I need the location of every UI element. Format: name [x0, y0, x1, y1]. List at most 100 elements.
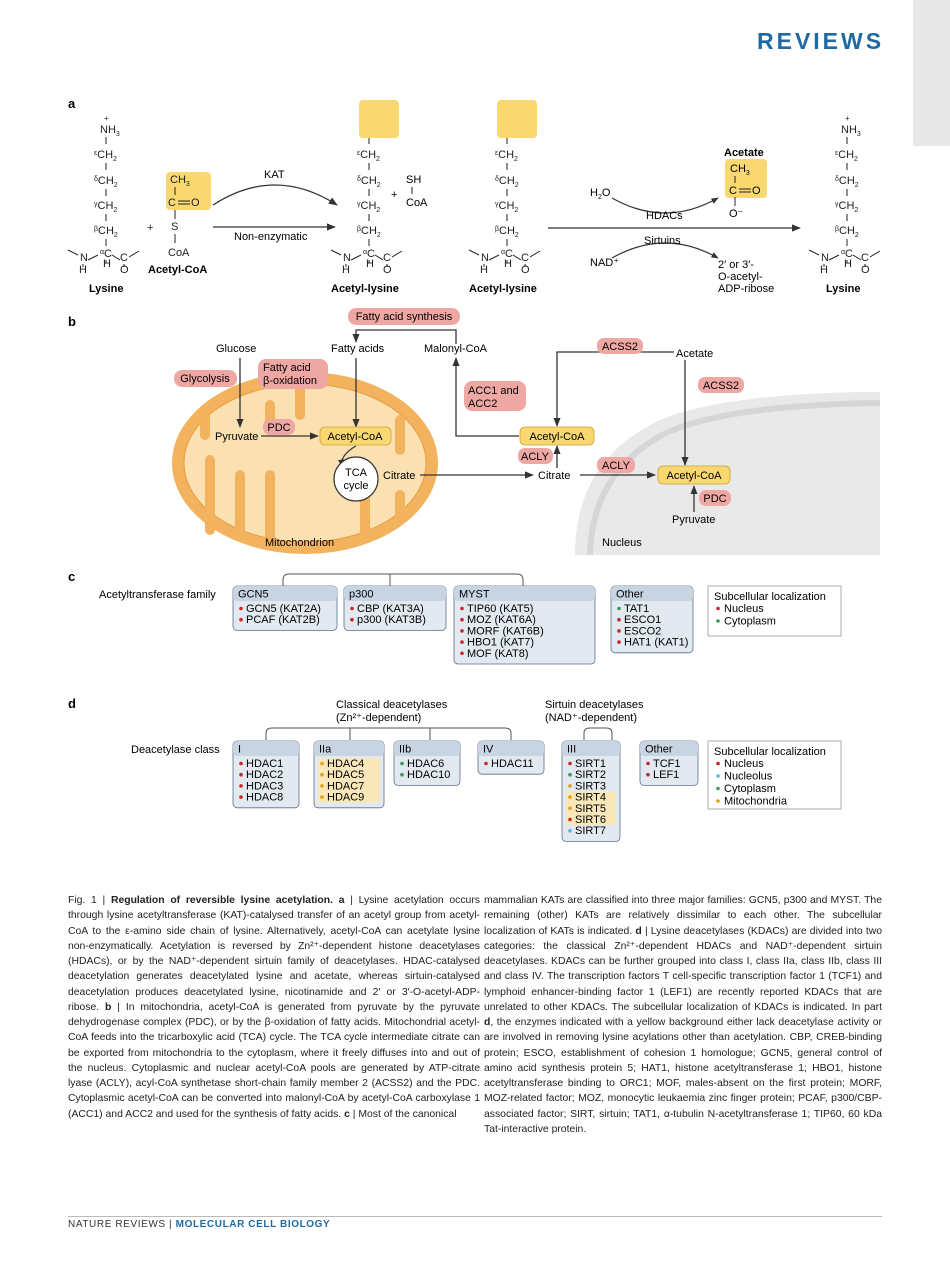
- coa-sh: + SH CoA: [391, 174, 428, 209]
- kdac-class-member: SIRT2: [575, 769, 606, 781]
- label-lysine-right: Lysine: [826, 283, 860, 295]
- acetyl-coa-mito-label: Acetyl-CoA: [327, 431, 383, 443]
- beta-oxidation-badge: [258, 359, 328, 389]
- acly-nuc-label: ACLY: [602, 460, 631, 472]
- svg-text:δCH2: δCH2: [94, 175, 118, 189]
- legend-dot: [716, 799, 720, 803]
- localization-dot: [239, 795, 243, 799]
- adp-ribose-out-arrow: [611, 242, 719, 259]
- kdac-class-name: IIb: [399, 744, 411, 756]
- acetyl-highlight: [359, 100, 399, 138]
- localization-dot: [320, 772, 324, 777]
- svg-text:H: H: [342, 264, 350, 276]
- svg-text:δCH2: δCH2: [495, 175, 519, 189]
- localization-dot: [239, 784, 243, 788]
- svg-text:CH3: CH3: [730, 163, 750, 177]
- acetyl-highlight: [725, 159, 767, 198]
- caption-run: Regulation of reversible lysine acetylat…: [110, 895, 345, 906]
- kdac-class-member: HDAC8: [246, 792, 283, 804]
- kdac-class-member: HDAC10: [407, 769, 450, 781]
- glucose-label: Glucose: [216, 343, 256, 355]
- svg-text:βCH2: βCH2: [357, 225, 381, 239]
- nucleus-envelope: [587, 400, 881, 556]
- acc-badge: [464, 381, 526, 411]
- caption-run: d: [635, 925, 642, 937]
- legend-dot: [716, 786, 720, 791]
- fatty-acids-label: Fatty acids: [331, 343, 385, 355]
- malonyl-coa-label: Malonyl-CoA: [424, 343, 488, 355]
- label-acetyl-coa: Acetyl-CoA: [148, 264, 207, 276]
- kdac-class-member: HDAC3: [246, 780, 283, 792]
- svg-text:O: O: [521, 264, 530, 276]
- svg-text:C: C: [120, 252, 128, 264]
- kat-family-member: p300 (KAT3B): [357, 614, 426, 626]
- kat-family-member: HBO1 (KAT7): [467, 637, 534, 649]
- section-header: REVIEWS: [757, 28, 885, 54]
- kat-family-member: ESCO1: [624, 614, 661, 626]
- beta-oxidation-label-2: β-oxidation: [263, 375, 317, 387]
- classical-label-1: Classical deacetylases: [336, 699, 448, 711]
- sirtuins-label: Sirtuins: [644, 235, 681, 247]
- svg-text:αC: αC: [841, 248, 853, 260]
- legend-dot: [716, 761, 720, 766]
- svg-text:C: C: [168, 197, 176, 209]
- localization-dot: [460, 651, 464, 656]
- svg-text:O: O: [861, 264, 870, 276]
- acetate-b-label: Acetate: [676, 348, 713, 360]
- svg-text:N: N: [80, 252, 88, 264]
- svg-text:εCH2: εCH2: [495, 149, 518, 163]
- footer-subject: MOLECULAR CELL BIOLOGY: [175, 1219, 331, 1230]
- kat-family-member: ESCO2: [624, 625, 661, 637]
- acc-arrow: [452, 357, 519, 437]
- pdc-nuc-badge: [699, 490, 731, 506]
- localization-dot: [350, 606, 354, 611]
- kdac-class-member: HDAC9: [327, 792, 364, 804]
- caption-run: , the enzymes indicated with a yellow ba…: [484, 1017, 882, 1135]
- svg-text:O: O: [191, 197, 200, 209]
- panel-b-letter: b: [68, 314, 76, 329]
- localization-dot: [484, 761, 488, 766]
- kdac-class-name: Other: [645, 744, 673, 756]
- svg-text:εCH2: εCH2: [94, 149, 117, 163]
- kdac-class-member: TCF1: [653, 758, 681, 770]
- svg-text:βCH2: βCH2: [94, 225, 118, 239]
- svg-text:H: H: [103, 258, 111, 270]
- kat-arrow: [212, 184, 338, 206]
- localization-dot: [568, 784, 572, 788]
- localization-dot: [460, 617, 464, 622]
- family-bracket: [282, 573, 524, 586]
- svg-text:δCH2: δCH2: [357, 175, 381, 189]
- acc-label-2: ACC2: [468, 398, 497, 410]
- svg-text:αC: αC: [100, 248, 112, 260]
- kdac-class-member: HDAC5: [327, 769, 364, 781]
- acss2-cyto-badge: [597, 338, 643, 354]
- svg-text:2′ or 3′-: 2′ or 3′-: [718, 259, 754, 271]
- sirtuin-bracket: [583, 727, 613, 740]
- kat-family-name: MYST: [459, 589, 490, 601]
- tca-label-2: cycle: [343, 480, 368, 492]
- svg-text:H: H: [79, 264, 87, 276]
- kdac-class-member: HDAC11: [491, 758, 534, 770]
- caption-run: | Lysine deacetylases (KDACs) are divide…: [484, 925, 882, 1013]
- acss2-cyto-arrow: [553, 351, 674, 427]
- label-lysine-left: Lysine: [89, 283, 123, 295]
- kat-family-member: CBP (KAT3A): [357, 603, 424, 615]
- svg-text:εCH2: εCH2: [357, 149, 380, 163]
- svg-text:CoA: CoA: [406, 197, 428, 209]
- localization-dot: [239, 617, 243, 622]
- kat-family-member: MOF (KAT8): [467, 648, 529, 660]
- sirtuin-label-1: Sirtuin deacetylases: [545, 699, 644, 711]
- svg-text:S: S: [171, 221, 178, 233]
- figure-1: a +NH3εCH2δCH2γCH2βCH2αCNHHCOCH3COεCH2δC…: [67, 96, 881, 842]
- localization-dot: [568, 806, 572, 811]
- svg-text:C: C: [521, 252, 529, 264]
- svg-text:δCH2: δCH2: [835, 175, 859, 189]
